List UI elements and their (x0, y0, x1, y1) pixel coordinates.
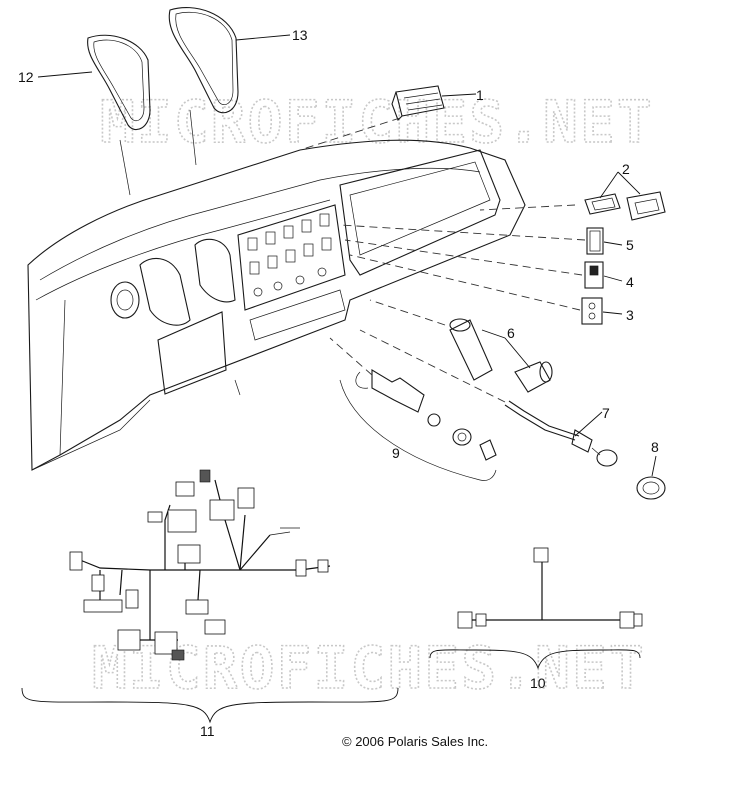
callout-2: 2 (622, 161, 630, 177)
part-13-right-trim-panel (168, 6, 239, 114)
part-6-power-outlet (449, 318, 553, 393)
part-12-left-trim-panel (87, 34, 151, 130)
watermark-bottom: MICROFICHES.NET (92, 634, 646, 702)
part-3-switch (581, 297, 603, 325)
brace-item-10 (429, 649, 641, 670)
callout-7: 7 (602, 405, 610, 421)
callout-9: 9 (392, 445, 400, 461)
callout-1: 1 (476, 87, 484, 103)
assembly-guide-lines (119, 109, 586, 403)
callout-8: 8 (651, 439, 659, 455)
callout-10: 10 (530, 675, 546, 691)
copyright-notice: © 2006 Polaris Sales Inc. (342, 734, 488, 749)
part-8-grommet (636, 476, 666, 500)
dashboard-panel (27, 139, 526, 471)
part-11-main-wiring-harness (69, 469, 331, 661)
part-10-sub-wiring-harness (457, 547, 643, 629)
part-2-switch-bezels (584, 191, 666, 221)
callout-3: 3 (626, 307, 634, 323)
callout-5: 5 (626, 237, 634, 253)
callout-11: 11 (200, 723, 215, 739)
part-9-ignition-switch (339, 369, 497, 481)
callout-12: 12 (18, 69, 34, 85)
callout-13: 13 (292, 27, 308, 43)
brace-item-11 (21, 687, 399, 724)
callout-4: 4 (626, 274, 634, 290)
part-7-choke-cable (504, 400, 618, 467)
watermark-top: MICROFICHES.NET (100, 88, 654, 156)
callout-6: 6 (507, 325, 515, 341)
part-4-rocker-switch (584, 261, 604, 289)
part-5-blank-plug (586, 227, 604, 255)
leader-lines (37, 34, 657, 477)
